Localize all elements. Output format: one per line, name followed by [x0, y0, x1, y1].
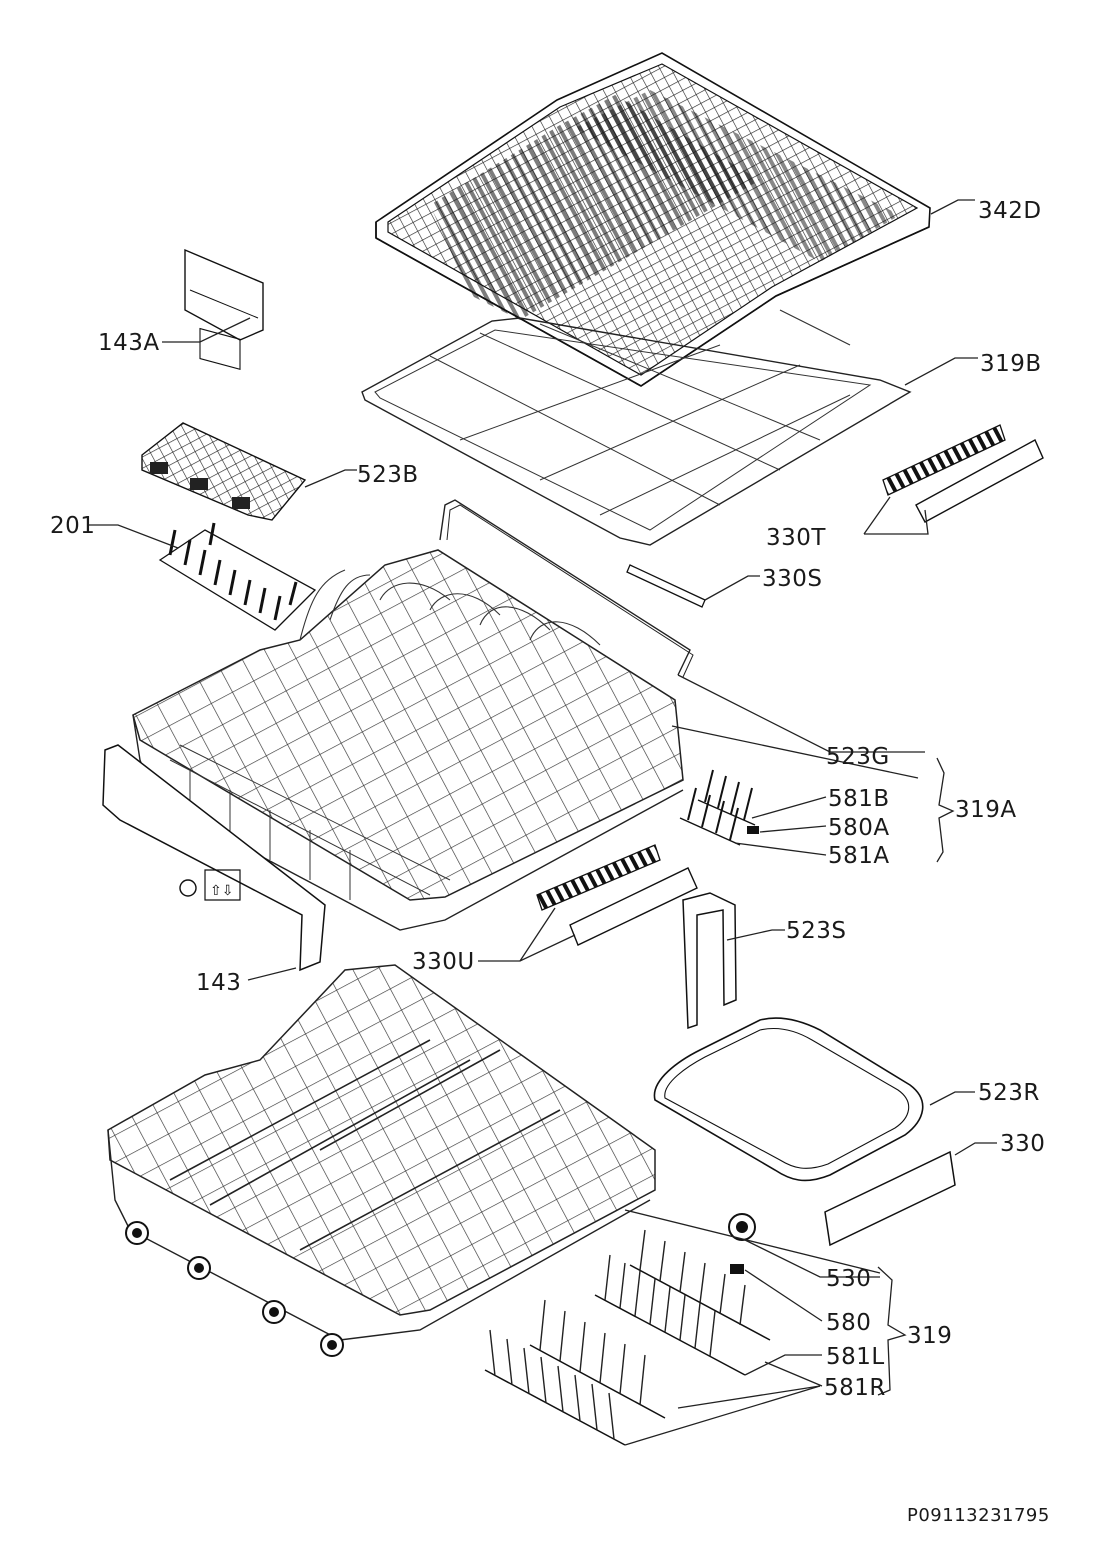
- label-581L: 581L: [826, 1344, 885, 1370]
- label-523R: 523R: [978, 1080, 1040, 1106]
- label-580: 580: [826, 1310, 872, 1336]
- frame-ring-523R: [654, 1018, 922, 1180]
- small-racks-581B-581A: [680, 770, 759, 845]
- label-201: 201: [50, 513, 96, 539]
- label-581A: 581A: [828, 843, 890, 869]
- label-143A: 143A: [98, 330, 160, 356]
- label-530: 530: [826, 1266, 872, 1292]
- lower-basket-319: [108, 965, 655, 1356]
- cutlery-tray-342D: [376, 53, 930, 386]
- label-319A: 319A: [955, 797, 1017, 823]
- wire-handle-523G: [440, 500, 693, 677]
- top-frame-319B: [362, 310, 910, 545]
- upper-basket-319A: [133, 550, 683, 930]
- label-330T: 330T: [766, 525, 826, 551]
- label-523G: 523G: [826, 744, 890, 770]
- cover-strip-330: [825, 1152, 955, 1245]
- rail-330U: [537, 845, 697, 945]
- bracket-143A: [185, 250, 263, 369]
- label-319: 319: [907, 1323, 953, 1349]
- label-330: 330: [1000, 1131, 1046, 1157]
- label-581R: 581R: [824, 1375, 886, 1401]
- label-319B: 319B: [980, 351, 1042, 377]
- clip-580: [730, 1264, 744, 1274]
- side-bracket-143: ⇧⇩: [103, 745, 325, 970]
- wheel-530: [729, 1214, 755, 1240]
- label-143: 143: [196, 970, 242, 996]
- label-523S: 523S: [786, 918, 847, 944]
- reference-number: P09113231795: [907, 1505, 1050, 1526]
- label-330U: 330U: [412, 949, 475, 975]
- rail-330S: [627, 565, 705, 607]
- tine-rack-581R: [485, 1300, 665, 1445]
- small-grid-tray-523B: [142, 423, 305, 520]
- leader-lines: [88, 199, 997, 1446]
- tines-insert-201: [160, 523, 315, 630]
- label-330S: 330S: [762, 566, 823, 592]
- label-523B: 523B: [357, 462, 419, 488]
- label-581B: 581B: [828, 786, 890, 812]
- label-342D: 342D: [978, 198, 1042, 224]
- label-580A: 580A: [828, 815, 890, 841]
- svg-text:⇧⇩: ⇧⇩: [210, 883, 233, 899]
- tine-rack-581L: [595, 1230, 770, 1375]
- rail-330T: [883, 425, 1043, 522]
- handle-523S: [683, 893, 736, 1028]
